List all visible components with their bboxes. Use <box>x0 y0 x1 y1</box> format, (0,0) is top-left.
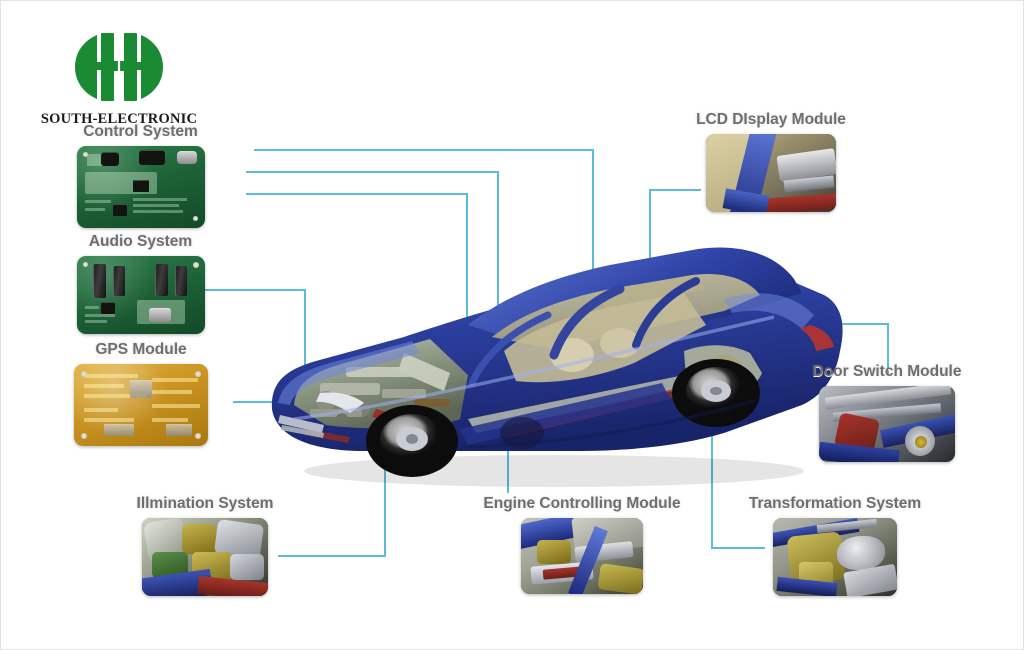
module-card-audio-system[interactable]: Audio System <box>73 233 208 334</box>
connector-audio-v <box>304 289 306 367</box>
transmission-photo-icon <box>773 518 897 596</box>
engine-cover-photo-icon <box>521 518 643 594</box>
connector-door-v <box>887 323 889 375</box>
module-thumb-control-system[interactable] <box>76 146 205 228</box>
vehicle-cutaway-illustration <box>254 233 854 495</box>
module-card-transformation-system[interactable]: Transformation System <box>729 495 941 596</box>
connector-dash-h <box>246 171 499 173</box>
connector-cabin-h <box>246 193 468 195</box>
connector-control-system-v <box>592 149 594 289</box>
module-label-door-switch-module: Door Switch Module <box>812 363 962 380</box>
module-card-gps-module[interactable]: GPS Module <box>67 341 215 446</box>
module-card-engine-controlling-module[interactable]: Engine Controlling Module <box>469 495 695 594</box>
module-label-engine-controlling-module: Engine Controlling Module <box>483 495 681 512</box>
connector-transform-h <box>711 547 765 549</box>
module-label-lcd-display-module: LCD DIsplay Module <box>696 111 846 128</box>
door-mechanism-photo-icon <box>819 386 955 462</box>
module-card-control-system[interactable]: Control System <box>73 123 208 228</box>
module-card-illumination-system[interactable]: Illmination System <box>121 495 289 596</box>
car-interior-dashboard-photo-icon <box>706 134 836 212</box>
connector-lcd-h <box>649 189 701 191</box>
module-label-illumination-system: Illmination System <box>136 495 274 512</box>
connector-control-system-h <box>254 149 594 151</box>
module-thumb-transformation-system[interactable] <box>773 518 897 596</box>
module-thumb-audio-system[interactable] <box>76 256 205 334</box>
connector-cabin-v <box>466 193 468 361</box>
module-card-door-switch-module[interactable]: Door Switch Module <box>797 363 977 462</box>
connector-illum-v <box>384 453 386 557</box>
connector-dash-v <box>497 171 499 351</box>
module-thumb-gps-module[interactable] <box>74 364 208 446</box>
module-label-transformation-system: Transformation System <box>748 495 922 512</box>
engine-bay-photo-icon <box>142 518 268 596</box>
module-label-control-system: Control System <box>83 123 198 140</box>
module-label-gps-module: GPS Module <box>95 341 187 358</box>
hh-monogram-logo-icon <box>67 29 171 105</box>
module-thumb-lcd-display-module[interactable] <box>706 134 836 212</box>
brand-block: SOUTH-ELECTRONIC <box>29 29 209 128</box>
green-pcb-capacitors-photo-icon <box>77 256 205 334</box>
module-card-lcd-display-module[interactable]: LCD DIsplay Module <box>683 111 859 212</box>
connector-transform-v <box>711 381 713 549</box>
module-thumb-engine-controlling-module[interactable] <box>521 518 643 594</box>
gold-flex-pcb-photo-icon <box>74 364 208 446</box>
brand-name: SOUTH-ELECTRONIC <box>40 111 198 127</box>
connector-audio-h <box>201 289 306 291</box>
green-pcb-photo-icon <box>77 146 205 228</box>
module-thumb-illumination-system[interactable] <box>142 518 268 596</box>
module-label-audio-system: Audio System <box>88 233 193 250</box>
connector-illum-h <box>278 555 386 557</box>
module-thumb-door-switch-module[interactable] <box>819 386 955 462</box>
